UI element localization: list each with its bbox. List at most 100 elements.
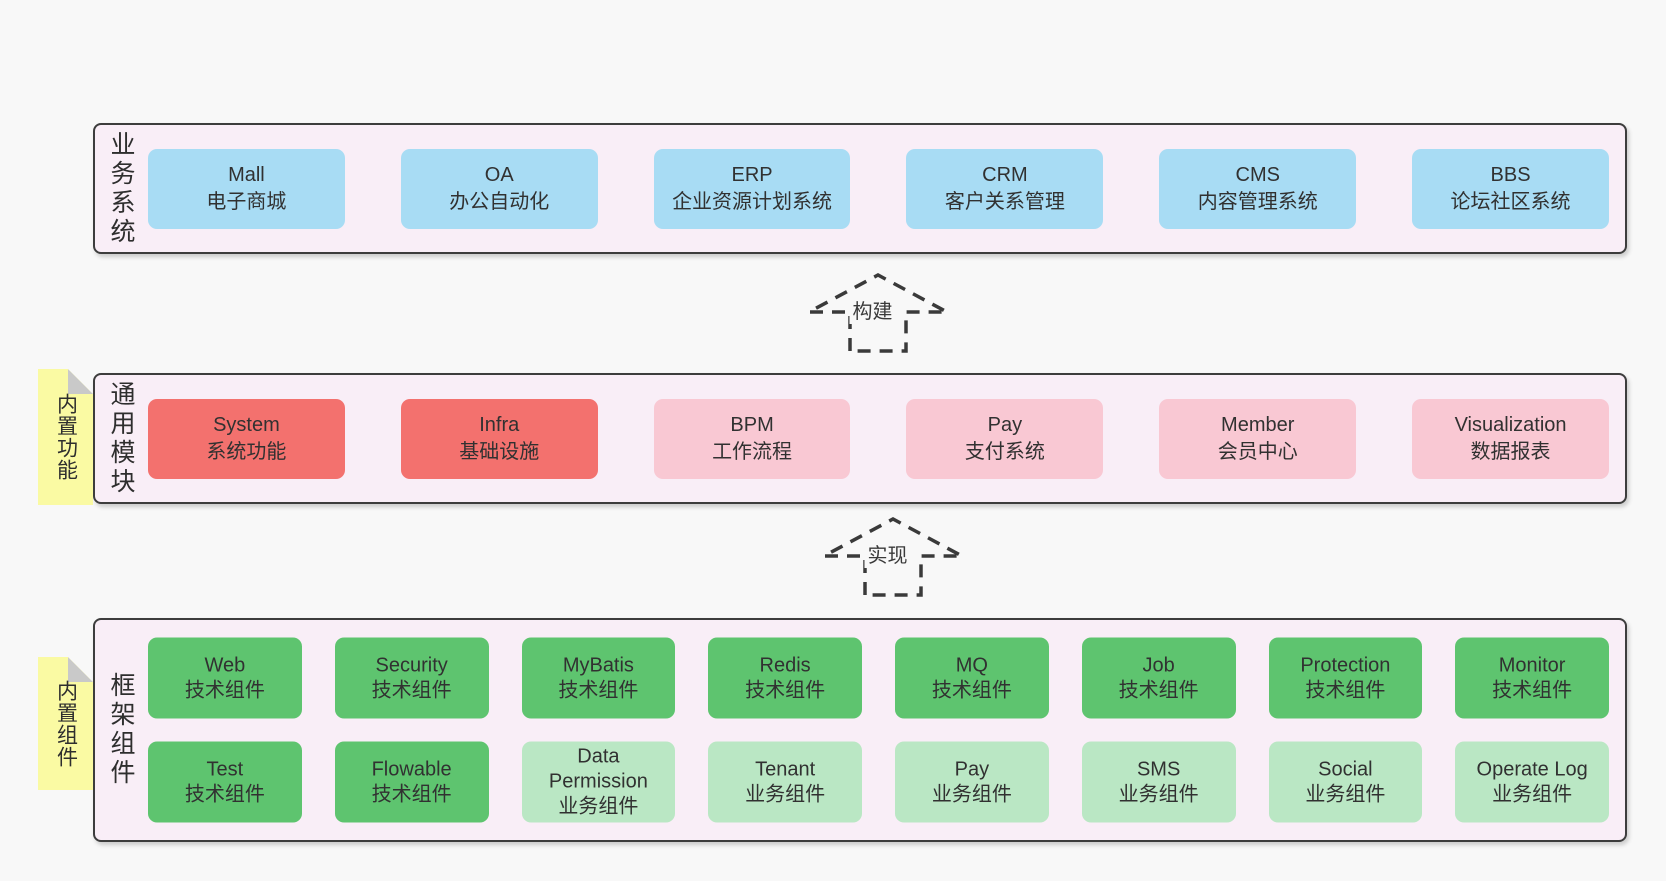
box-subtitle: 业务组件 — [1492, 783, 1573, 805]
box-title: BPM — [730, 413, 774, 436]
box-title: ERP — [731, 163, 773, 186]
box-title: Flowable — [371, 758, 452, 780]
box-monitor: Monitor 技术组件 — [1455, 637, 1609, 719]
box-subtitle: 技术组件 — [184, 783, 265, 805]
framework-row-1: Web 技术组件 Security 技术组件 MyBatis 技术组件 Redi… — [148, 637, 1609, 719]
note-fold-corner-icon — [68, 657, 93, 682]
sticky-note-builtin-features: 内置功能 — [38, 369, 93, 505]
framework-boxes: Web 技术组件 Security 技术组件 MyBatis 技术组件 Redi… — [148, 637, 1609, 823]
box-subtitle: 内容管理系统 — [1197, 190, 1318, 213]
box-subtitle: 技术组件 — [371, 679, 452, 701]
box-crm: CRM 客户关系管理 — [906, 148, 1104, 229]
box-subtitle: 办公自动化 — [449, 190, 550, 213]
box-security: Security 技术组件 — [334, 637, 489, 719]
modules-row: System 系统功能 Infra 基础设施 BPM 工作流程 Pay 支付系统… — [148, 398, 1609, 479]
box-title: Visualization — [1454, 413, 1567, 436]
box-title: Mall — [228, 163, 265, 186]
sticky-note-label: 内置组件 — [54, 679, 78, 768]
box-title: CRM — [982, 163, 1028, 186]
box-subtitle: 技术组件 — [1492, 679, 1573, 701]
box-system: System 系统功能 — [148, 398, 345, 479]
panel-business-systems: 业务系统 Mall 电子商城 OA 办公自动化 ERP 企业资源计划系统 CRM… — [93, 123, 1627, 254]
box-subtitle: 技术组件 — [371, 783, 452, 805]
box-subtitle: 业务组件 — [1118, 783, 1199, 805]
box-subtitle: 技术组件 — [931, 679, 1012, 701]
module-boxes: System 系统功能 Infra 基础设施 BPM 工作流程 Pay 支付系统… — [148, 398, 1609, 479]
box-flowable: Flowable 技术组件 — [334, 741, 489, 823]
box-subtitle: 技术组件 — [745, 679, 826, 701]
box-subtitle: 技术组件 — [1305, 679, 1386, 701]
box-title: Redis — [759, 654, 811, 676]
section-label-modules: 通用模块 — [107, 380, 135, 497]
box-title: Social — [1318, 758, 1373, 780]
box-title: CMS — [1235, 163, 1280, 186]
implement-arrow: 实现 — [818, 515, 968, 597]
box-subtitle: 业务组件 — [558, 795, 639, 818]
box-subtitle: 会员中心 — [1217, 440, 1298, 463]
section-label-business: 业务系统 — [107, 130, 135, 247]
box-member: Member 会员中心 — [1159, 398, 1357, 479]
box-redis: Redis 技术组件 — [708, 637, 862, 719]
box-title: OA — [484, 163, 514, 186]
up-arrow-icon — [823, 517, 963, 597]
box-title: Member — [1221, 413, 1295, 436]
box-cms: CMS 内容管理系统 — [1159, 148, 1357, 229]
box-mall: Mall 电子商城 — [148, 148, 345, 229]
box-title: System — [213, 413, 280, 436]
box-title: Protection — [1300, 654, 1391, 676]
build-arrow-label: 构建 — [849, 295, 896, 324]
box-infra: Infra 基础设施 — [400, 398, 598, 479]
box-title: Monitor — [1498, 654, 1566, 676]
box-subtitle: 技术组件 — [1118, 679, 1199, 701]
box-subtitle: 论坛社区系统 — [1450, 190, 1571, 213]
box-title: Infra — [479, 413, 520, 436]
box-subtitle: 基础设施 — [459, 440, 540, 463]
box-title: Pay — [987, 413, 1023, 436]
build-arrow: 构建 — [803, 271, 953, 353]
up-arrow-icon — [808, 273, 948, 353]
box-test: Test 技术组件 — [148, 741, 302, 823]
box-subtitle: 技术组件 — [184, 679, 265, 701]
sticky-note-label: 内置功能 — [54, 393, 78, 481]
box-title: BBS — [1490, 163, 1531, 186]
box-subtitle: 工作流程 — [712, 440, 793, 463]
panel-framework-components: 框架组件 Web 技术组件 Security 技术组件 MyBatis 技术组件… — [93, 618, 1627, 842]
box-title: MyBatis — [562, 654, 634, 676]
box-subtitle: 支付系统 — [964, 440, 1045, 463]
box-title: Data Permission — [548, 745, 648, 793]
box-oa: OA 办公自动化 — [400, 148, 598, 229]
box-pay-component: Pay 业务组件 — [895, 741, 1049, 823]
box-title: SMS — [1136, 758, 1181, 780]
box-subtitle: 客户关系管理 — [944, 190, 1065, 213]
sticky-note-builtin-components: 内置组件 — [38, 657, 93, 790]
box-title: Tenant — [755, 758, 816, 780]
box-subtitle: 数据报表 — [1470, 440, 1551, 463]
box-web: Web 技术组件 — [148, 637, 302, 719]
box-protection: Protection 技术组件 — [1268, 637, 1423, 719]
box-pay-system: Pay 支付系统 — [906, 398, 1104, 479]
box-data-permission: Data Permission 业务组件 — [521, 741, 676, 823]
box-title: Test — [206, 758, 244, 780]
section-label-framework: 框架组件 — [107, 672, 135, 788]
box-subtitle: 技术组件 — [558, 679, 639, 701]
framework-row-2: Test 技术组件 Flowable 技术组件 Data Permission … — [148, 741, 1609, 823]
implement-arrow-label: 实现 — [864, 539, 911, 568]
note-fold-corner-icon — [68, 369, 93, 394]
box-bpm: BPM 工作流程 — [653, 398, 851, 479]
box-title: Web — [204, 654, 246, 676]
box-subtitle: 业务组件 — [1305, 783, 1386, 805]
box-title: Job — [1142, 654, 1175, 676]
box-title: MQ — [955, 654, 988, 676]
business-boxes: Mall 电子商城 OA 办公自动化 ERP 企业资源计划系统 CRM 客户关系… — [148, 148, 1609, 229]
box-subtitle: 业务组件 — [745, 783, 826, 805]
box-operate-log: Operate Log 业务组件 — [1455, 741, 1609, 823]
box-title: Security — [375, 654, 448, 676]
box-bbs: BBS 论坛社区系统 — [1412, 148, 1609, 229]
box-subtitle: 业务组件 — [931, 783, 1012, 805]
panel-common-modules: 通用模块 System 系统功能 Infra 基础设施 BPM 工作流程 Pay… — [93, 373, 1627, 504]
box-title: Operate Log — [1476, 758, 1588, 780]
business-row: Mall 电子商城 OA 办公自动化 ERP 企业资源计划系统 CRM 客户关系… — [148, 148, 1609, 229]
box-job: Job 技术组件 — [1081, 637, 1236, 719]
box-tenant: Tenant 业务组件 — [708, 741, 862, 823]
